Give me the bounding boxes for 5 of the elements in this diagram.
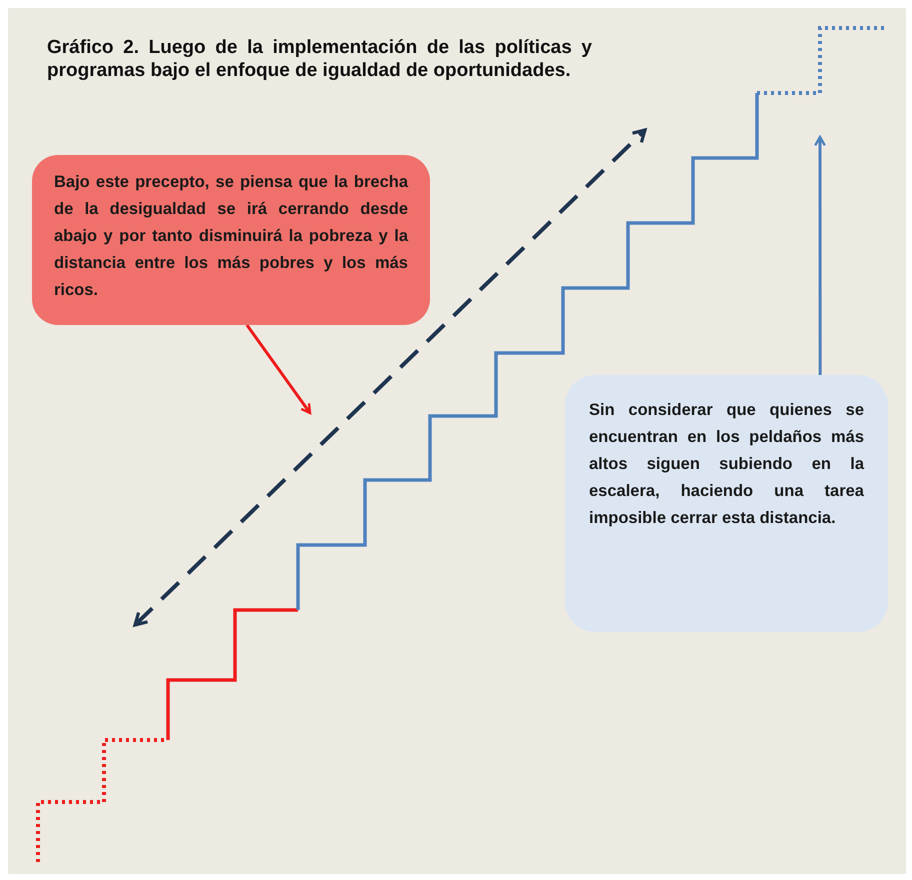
arrow — [814, 136, 826, 375]
diagram-title: Gráfico 2. Luego de la implementación de las políticas y programas bajo el enfoque de igualdad de oportunidades. — [47, 36, 592, 82]
arrow — [246, 324, 312, 414]
note-box: Sin considerar que quienes se encuentran en los peldaños más altos siguen subiendo en la escalera, haciendo una tarea imposible cerrar esta distancia. — [565, 375, 888, 632]
note-box: Bajo este precepto, se piensa que la brecha de la desigualdad se irá cerrando desde abajo y por tanto disminuirá la pobreza y la distancia entre los más pobres y los más ricos. — [32, 155, 430, 325]
